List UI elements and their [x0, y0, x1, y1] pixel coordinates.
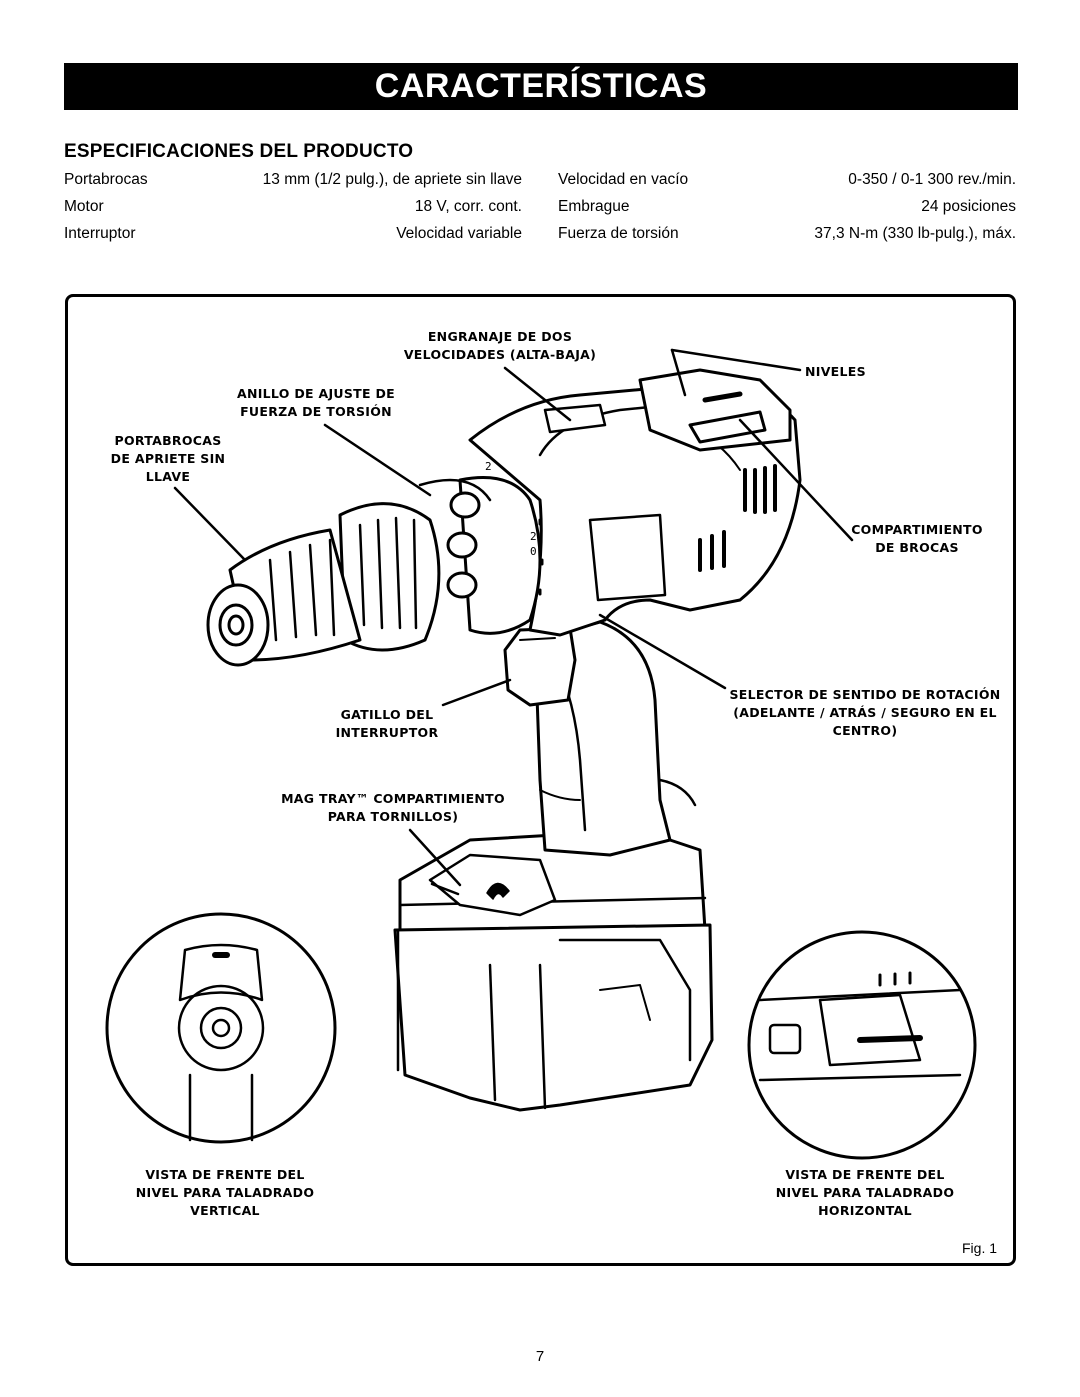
spec-value: 24 posiciones [921, 198, 1016, 215]
callout-trigger: GATILLO DEL INTERRUPTOR [335, 707, 439, 740]
vertical-level-inset [105, 912, 337, 1144]
leader-dots [630, 196, 922, 212]
caption-horizontal-view: VISTA DE FRENTE DEL NIVEL PARA TALADRADO… [775, 1167, 955, 1218]
dial-mark: 2 [530, 530, 537, 543]
trigger [503, 626, 577, 707]
spec-row: Interruptor Velocidad variable [64, 220, 522, 247]
mag-tray [428, 853, 557, 917]
specs-left-column: Portabrocas 13 mm (1/2 pulg.), de apriete… [64, 166, 522, 247]
callout-keyless-chuck: PORTABROCAS DE APRIETE SIN LLAVE [110, 433, 226, 484]
leader-dots [104, 196, 415, 212]
torque-ring [418, 476, 544, 635]
spec-row: Portabrocas 13 mm (1/2 pulg.), de apriete… [64, 166, 522, 193]
figure-frame [65, 294, 1016, 1266]
spec-label: Interruptor [64, 225, 136, 242]
leader-dots [148, 169, 263, 185]
spec-value: 0-350 / 0-1 300 rev./min. [848, 171, 1016, 188]
caption-vertical-view: VISTA DE FRENTE DEL NIVEL PARA TALADRADO… [135, 1167, 315, 1218]
spec-row: Embrague 24 posiciones [558, 193, 1016, 220]
callout-leader-lines [173, 348, 854, 887]
callout-mag-tray: MAG TRAY™ COMPARTIMIENTO PARA TORNILLOS) [281, 791, 505, 824]
section-title-bar: CARACTERÍSTICAS [64, 63, 1018, 110]
level-top [638, 368, 792, 452]
spec-label: Velocidad en vacío [558, 171, 689, 188]
callout-torque-ring: ANILLO DE AJUSTE DE FUERZA DE TORSIÓN [236, 386, 396, 419]
leader-dots [679, 223, 815, 239]
spec-label: Motor [64, 198, 104, 215]
keyless-chuck [206, 502, 441, 667]
spec-value: 37,3 N-m (330 lb-pulg.), máx. [814, 225, 1016, 242]
section-title: CARACTERÍSTICAS [374, 67, 708, 105]
spec-label: Portabrocas [64, 171, 148, 188]
spec-value: 13 mm (1/2 pulg.), de apriete sin llave [262, 171, 522, 188]
spec-label: Fuerza de torsión [558, 225, 679, 242]
callout-levels: NIVELES [805, 364, 866, 379]
leader-dots [136, 223, 397, 239]
callout-direction-selector: SELECTOR DE SENTIDO DE ROTACIÓN (ADELANT… [729, 687, 1001, 738]
dial-mark: 0 [530, 545, 537, 558]
spec-label: Embrague [558, 198, 630, 215]
spec-value: 18 V, corr. cont. [414, 198, 522, 215]
callout-bit-storage: COMPARTIMIENTO DE BROCAS [851, 522, 983, 555]
spec-row: Velocidad en vacío 0-350 / 0-1 300 rev./m… [558, 166, 1016, 193]
spec-row: Motor 18 V, corr. cont. [64, 193, 522, 220]
callout-two-speed-gear: ENGRANAJE DE DOS VELOCIDADES (ALTA-BAJA) [403, 329, 597, 362]
spec-row: Fuerza de torsión 37,3 N-m (330 lb-pulg.)… [558, 220, 1016, 247]
horizontal-level-inset [747, 930, 977, 1160]
specifications-heading: ESPECIFICACIONES DEL PRODUCTO [64, 141, 414, 162]
page-number: 7 [535, 1348, 545, 1365]
specs-right-column: Velocidad en vacío 0-350 / 0-1 300 rev./m… [558, 166, 1016, 247]
figure-label: Fig. 1 [962, 1240, 998, 1256]
spec-value: Velocidad variable [396, 225, 522, 242]
leader-dots [688, 169, 848, 185]
dial-mark: 2 [485, 460, 492, 473]
